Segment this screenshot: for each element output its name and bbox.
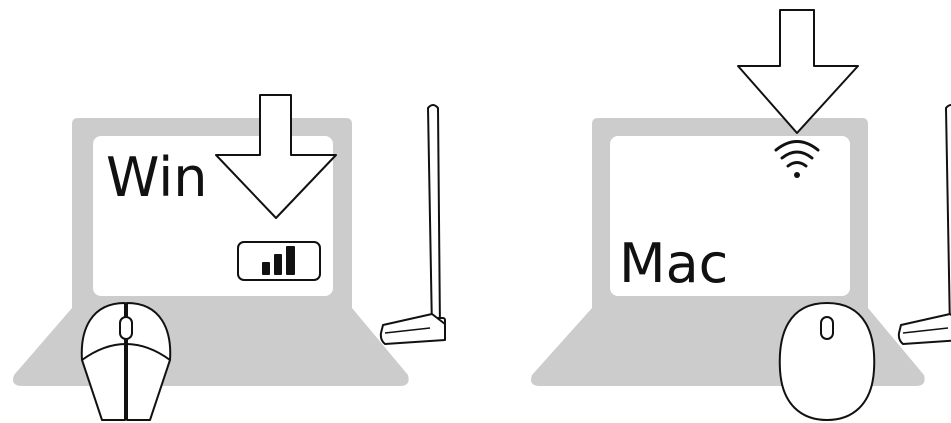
- down-arrow-icon: [738, 10, 858, 133]
- signal-bars-icon: [238, 242, 320, 280]
- mac-mouse: [780, 303, 874, 420]
- windows-laptop: Win: [13, 95, 445, 420]
- mac-laptop: Mac: [531, 10, 951, 420]
- mac-os-label: Mac: [619, 232, 728, 295]
- windows-mouse-scroll-wheel: [120, 317, 132, 339]
- windows-os-label: Win: [106, 146, 207, 209]
- usb-wifi-adapter: [381, 105, 445, 344]
- windows-mouse: [82, 303, 170, 420]
- usb-wifi-adapter: [899, 105, 951, 344]
- mac-mouse-scroll-wheel: [821, 317, 833, 339]
